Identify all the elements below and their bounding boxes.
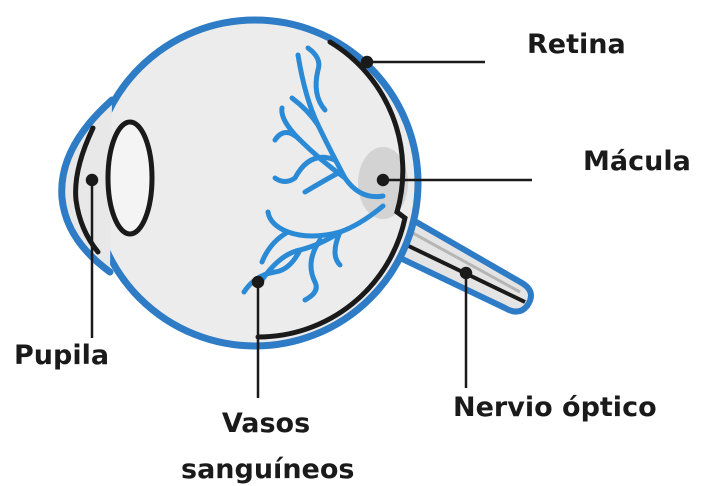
label-pupila: Pupila <box>14 340 110 371</box>
retina-arc <box>255 39 408 340</box>
label-nervio-optico: Nervio óptico <box>453 392 657 423</box>
lens <box>105 119 155 237</box>
optic-nerve <box>372 205 534 315</box>
label-retina: Retina <box>527 29 626 60</box>
pointer-lines <box>85 55 532 398</box>
label-macula: Mácula <box>583 146 691 177</box>
label-vasos-line1: Vasos <box>221 408 311 439</box>
pupil <box>73 125 101 255</box>
label-vasos-sanguineos: Vasos sanguíneos <box>181 401 355 486</box>
blood-vessels <box>241 45 386 303</box>
label-vasos-line2: sanguíneos <box>181 454 355 485</box>
